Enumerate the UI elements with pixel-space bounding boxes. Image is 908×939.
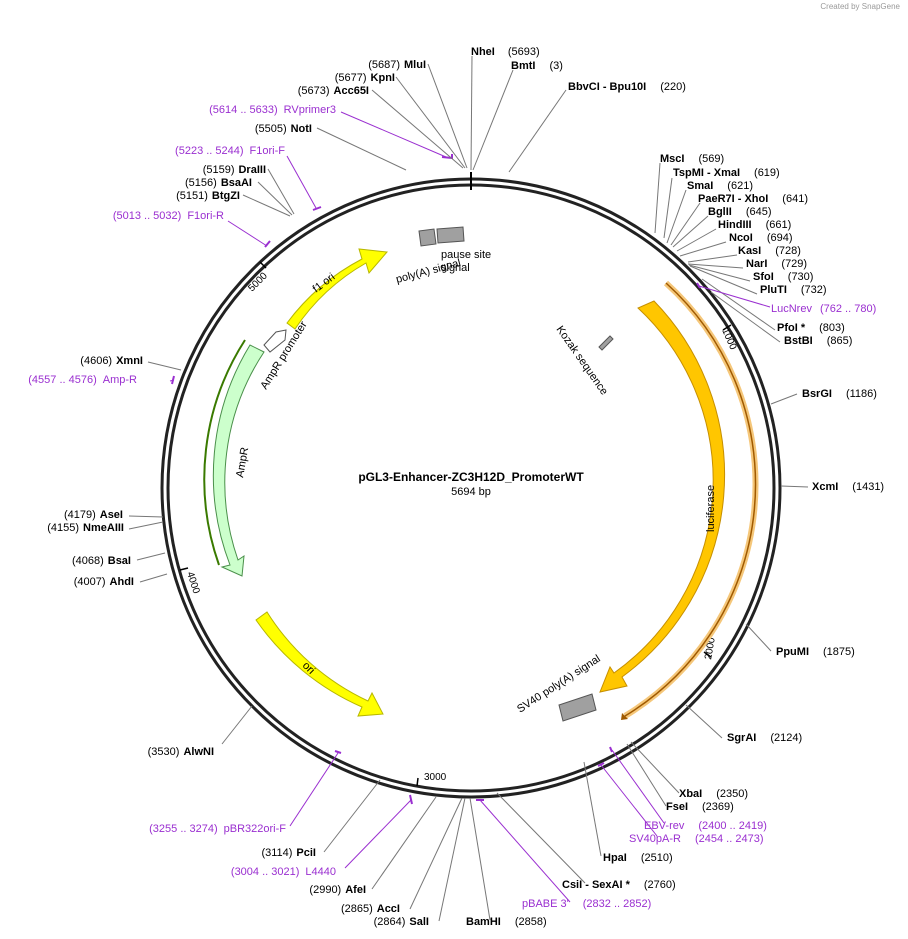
site-ncoi: NcoI(694) bbox=[729, 232, 793, 244]
site-bsaai: (5156)BsaAI bbox=[185, 177, 252, 189]
primer-leaders bbox=[169, 111, 771, 903]
feature-sv40-polya: SV40 poly(A) signal bbox=[515, 653, 603, 722]
primer-pbr322ori-f: (3255 .. 3274)pBR322ori-F bbox=[149, 823, 286, 835]
site-afei: (2990)AfeI bbox=[309, 884, 366, 896]
site-fsei: FseI(2369) bbox=[666, 801, 734, 813]
site-kpni: (5677)KpnI bbox=[335, 72, 395, 84]
site-mlui: (5687)MluI bbox=[368, 59, 426, 71]
site-labels-left: (2864)SalI (2865)AccI (2990)AfeI (3114)P… bbox=[47, 59, 429, 928]
site-asei: (4179)AseI bbox=[64, 509, 123, 521]
site-smai: SmaI(621) bbox=[687, 180, 753, 192]
tick-5000: 5000 bbox=[246, 261, 270, 294]
site-kasi: KasI(728) bbox=[738, 245, 801, 257]
site-leaders bbox=[128, 55, 809, 922]
feature-ori: ori bbox=[255, 611, 384, 717]
site-ppumi: PpuMI(1875) bbox=[776, 646, 855, 658]
site-paer7i: PaeR7I - XhoI(641) bbox=[698, 193, 808, 205]
feature-f1-ori: f1 ori bbox=[286, 248, 388, 330]
site-draiii: (5159)DraIII bbox=[203, 164, 266, 176]
site-sali: (2864)SalI bbox=[374, 916, 429, 928]
site-sgrai: SgrAI(2124) bbox=[727, 732, 802, 744]
site-ahdi: (4007)AhdI bbox=[74, 576, 134, 588]
feature-ampr-promoter: AmpR promoter bbox=[258, 319, 309, 391]
site-xbai: XbaI(2350) bbox=[679, 788, 748, 800]
plasmid-name: pGL3-Enhancer-ZC3H12D_PromoterWT bbox=[358, 470, 584, 484]
feature-kozak: Kozak sequence bbox=[554, 324, 614, 398]
site-xmni: (4606)XmnI bbox=[80, 355, 143, 367]
primer-l4440: (3004 .. 3021)L4440 bbox=[231, 866, 336, 878]
feature-luciferase: luciferase bbox=[599, 280, 759, 720]
feature-label-luciferase: luciferase bbox=[705, 485, 717, 532]
feature-label-signal: signal bbox=[441, 262, 470, 274]
site-btgzi: (5151)BtgZI bbox=[176, 190, 240, 202]
feature-label-kozak: Kozak sequence bbox=[554, 324, 610, 398]
primer-rvprimer3: (5614 .. 5633)RVprimer3 bbox=[209, 104, 336, 116]
site-nmeaiii: (4155)NmeAIII bbox=[47, 522, 124, 534]
site-xcmi: XcmI(1431) bbox=[812, 481, 884, 493]
feature-pause-site: pause site signal bbox=[436, 226, 491, 274]
tick-3000: 3000 bbox=[416, 772, 447, 787]
site-bamhi: BamHI(2858) bbox=[466, 916, 547, 928]
site-pfoi: PfoI *(803) bbox=[777, 322, 845, 334]
site-hindiii: HindIII(661) bbox=[718, 219, 791, 231]
snapgene-credit: Created by SnapGene bbox=[820, 2, 900, 11]
primer-ebv-rev: EBV-rev(2400 .. 2419) bbox=[644, 820, 767, 832]
site-sfoi: SfoI(730) bbox=[753, 271, 813, 283]
site-hpai: HpaI(2510) bbox=[603, 852, 673, 864]
primer-labels: (5614 .. 5633)RVprimer3 (5223 .. 5244)F1… bbox=[28, 104, 876, 910]
site-bsai: (4068)BsaI bbox=[72, 555, 131, 567]
primer-lucnrev: LucNrev(762 .. 780) bbox=[771, 303, 876, 315]
primer-sv40pa-r: SV40pA-R(2454 .. 2473) bbox=[629, 833, 763, 845]
site-alwni: (3530)AlwNI bbox=[148, 746, 214, 758]
feature-label-ampr: AmpR bbox=[234, 446, 251, 478]
primer-f1ori-r: (5013 .. 5032)F1ori-R bbox=[113, 210, 224, 222]
site-msci: MscI(569) bbox=[660, 153, 724, 165]
site-acci: (2865)AccI bbox=[341, 903, 400, 915]
feature-label-pause-site: pause site bbox=[441, 249, 491, 261]
site-bmti: BmtI(3) bbox=[511, 60, 563, 72]
site-pluti: PluTI(732) bbox=[760, 284, 827, 296]
site-tspmi: TspMI - XmaI(619) bbox=[673, 167, 780, 179]
site-nhei: NheI(5693) bbox=[471, 46, 540, 58]
site-csii: CsiI - SexAI *(2760) bbox=[562, 879, 676, 891]
site-bsrgi: BsrGI(1186) bbox=[802, 388, 877, 400]
site-nari: NarI(729) bbox=[746, 258, 807, 270]
primer-amp-r: (4557 .. 4576)Amp-R bbox=[28, 374, 137, 386]
tick-label-3000: 3000 bbox=[424, 772, 447, 783]
site-bstbi: BstBI(865) bbox=[784, 335, 852, 347]
site-labels-right: NheI(5693) BmtI(3) BbvCI - Bpu10I(220) M… bbox=[466, 46, 884, 928]
site-bbvci: BbvCI - Bpu10I(220) bbox=[568, 81, 686, 93]
site-acc65i: (5673)Acc65I bbox=[298, 85, 369, 97]
site-bglii: BglII(645) bbox=[708, 206, 772, 218]
primer-f1ori-f: (5223 .. 5244)F1ori-F bbox=[175, 145, 285, 157]
primer-pbabe3: pBABE 3'(2832 .. 2852) bbox=[522, 898, 651, 910]
plasmid-length: 5694 bp bbox=[451, 486, 491, 498]
feature-ampr: AmpR bbox=[203, 339, 265, 577]
site-noti: (5505)NotI bbox=[255, 123, 312, 135]
site-pcii: (3114)PciI bbox=[261, 847, 316, 859]
